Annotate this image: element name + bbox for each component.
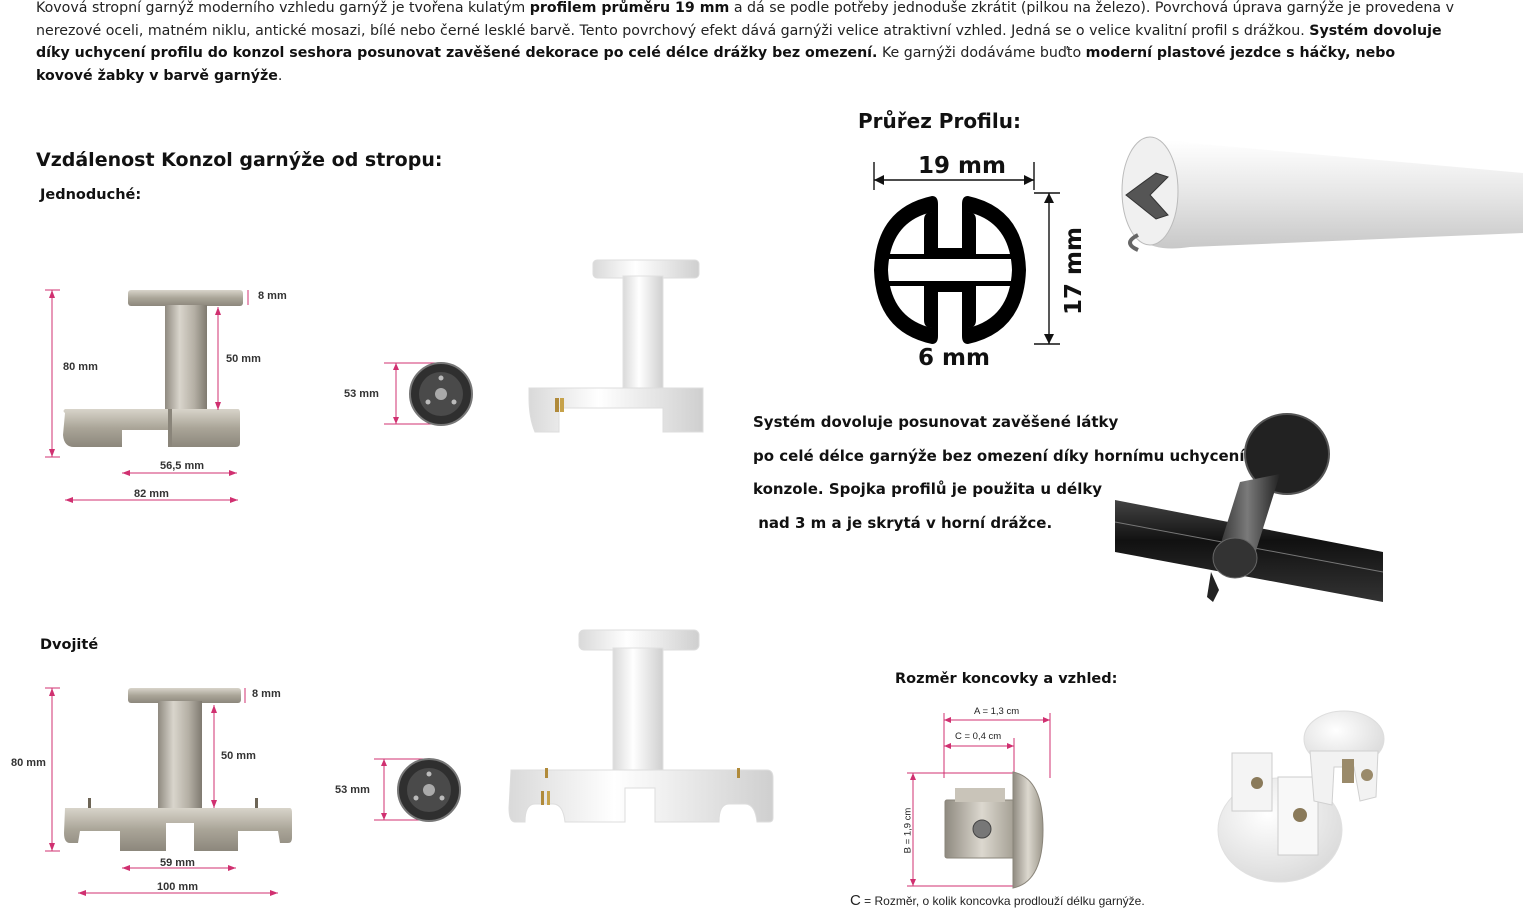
endcap-heading: Rozměr koncovky a vzhled:: [895, 671, 1118, 687]
single-heading: Jednoduché:: [40, 187, 142, 203]
profile-left-half: [874, 196, 932, 344]
double-dim-top: 8 mm: [252, 688, 281, 700]
intro-paragraph: Kovová stropní garnýž moderního vzhledu …: [36, 0, 1456, 87]
profile-heading: Průřez Profilu:: [858, 109, 1021, 133]
double-disc-diagram: [374, 758, 461, 822]
double-heading: Dvojité: [40, 637, 99, 653]
double-dim-height: 80 mm: [11, 757, 46, 769]
bracket-top-plate: [128, 290, 243, 306]
white-endcaps-image: [1217, 710, 1385, 883]
endcap-note-letter: C: [850, 892, 861, 909]
single-dim-stem: 50 mm: [226, 353, 261, 365]
endcap-note: C = Rozměr, o kolik koncovka prodlouží d…: [850, 892, 1145, 909]
bracket-clamp: [63, 409, 240, 447]
endcap-diagram: [907, 713, 1051, 889]
single-white-bracket: [528, 259, 704, 433]
system-line: po celé délce garnýže bez omezení díky h…: [753, 446, 1245, 465]
intro-text: .: [277, 67, 283, 84]
endcap-note-text: = Rozměr, o kolik koncovka prodlouží dél…: [860, 894, 1145, 908]
profile-dim-width: 19 mm: [918, 153, 1006, 179]
profile-cross-section: [873, 162, 1060, 345]
single-dim-inner: 56,5 mm: [160, 460, 205, 472]
intro-bold-profile: profilem průměru 19 mm: [529, 0, 730, 16]
profile-right-half: [968, 196, 1026, 344]
double-bracket-diagram: [45, 687, 292, 896]
intro-bold-system: Systém dovoluje díky uchycení profilu do…: [36, 22, 1442, 62]
double-dim-inner: 59 mm: [160, 857, 195, 869]
intro-text: Kovová stropní garnýž moderního vzhledu …: [36, 0, 530, 16]
system-line: Systém dovoluje posunovat zavěšené látky: [753, 413, 1119, 431]
double-dim-stem: 50 mm: [221, 750, 256, 762]
single-dim-width: 82 mm: [134, 488, 169, 500]
endcap-dim-c: C = 0,4 cm: [955, 731, 1002, 742]
system-line: konzole. Spojka profilů je použita u dél…: [753, 480, 1103, 498]
endcap-dim-a: A = 1,3 cm: [974, 706, 1020, 717]
single-dim-top: 8 mm: [258, 290, 287, 302]
intro-text: a dá se podle potřeby jednoduše zkrátit …: [36, 0, 1454, 39]
single-bracket-diagram: [45, 289, 249, 503]
double-dim-disc: 53 mm: [335, 784, 370, 796]
single-dim-disc: 53 mm: [344, 388, 379, 400]
system-description: Systém dovoluje posunovat zavěšené látky…: [753, 406, 1244, 540]
bracket-stem: [165, 305, 207, 417]
intro-text: Ke garnýži dodáváme buďto: [877, 45, 1086, 61]
black-rail-image: [1114, 413, 1384, 602]
intro-bold-runners: moderní plastové jezdce s háčky, nebo ko…: [36, 45, 1396, 84]
endcap-dim-b: B = 1,9 cm: [902, 807, 914, 854]
profile-dim-height: 17 mm: [1061, 227, 1087, 315]
single-disc-diagram: [384, 362, 473, 426]
double-white-bracket: [508, 629, 774, 823]
distance-heading: Vzdálenost Konzol garnýže od stropu:: [36, 149, 443, 171]
profile-dim-slot: 6 mm: [918, 345, 990, 371]
system-line: nad 3 m a je skrytá v horní drážce.: [753, 513, 1053, 532]
white-rail-image: [1121, 136, 1523, 252]
single-dim-height: 80 mm: [63, 361, 98, 373]
double-dim-width: 100 mm: [157, 881, 198, 893]
